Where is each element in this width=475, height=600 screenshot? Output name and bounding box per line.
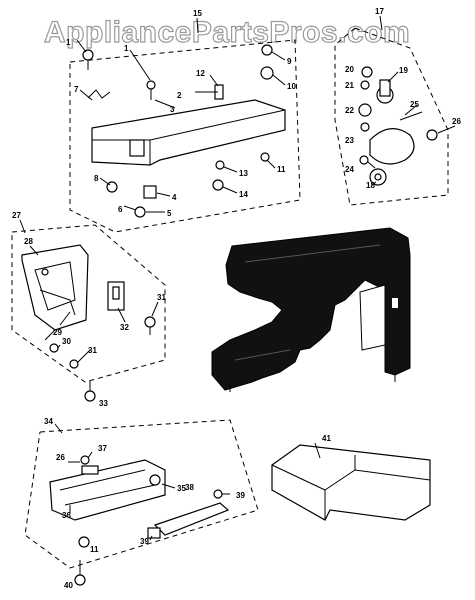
callout-36: 36 — [62, 511, 71, 520]
callout-40: 40 — [64, 581, 73, 590]
callout-1: 1 — [66, 38, 71, 47]
callout-1b: 1 — [124, 44, 129, 53]
callout-31b: 31 — [88, 346, 97, 355]
callout-38: 38 — [185, 483, 194, 492]
callout-20: 20 — [345, 65, 354, 74]
callout-21: 21 — [345, 81, 354, 90]
top-cover-group: 1 1 2 3 4 5 6 7 8 9 10 11 12 13 14 15 — [66, 9, 301, 233]
base-plate-part — [49, 459, 166, 521]
callout-4: 4 — [172, 193, 177, 202]
callout-30: 30 — [62, 337, 71, 346]
callout-39b: 39 — [140, 537, 149, 546]
callout-28: 28 — [24, 237, 33, 246]
callout-5: 5 — [167, 209, 172, 218]
callout-27: 27 — [12, 211, 21, 220]
cam-part — [369, 128, 415, 165]
callout-8: 8 — [94, 174, 99, 183]
face-plate-part — [21, 244, 89, 331]
callout-22: 22 — [345, 106, 354, 115]
callout-17: 17 — [375, 7, 384, 16]
callout-19: 19 — [399, 66, 408, 75]
callout-15: 15 — [193, 9, 202, 18]
callout-32: 32 — [120, 323, 129, 332]
callout-7: 7 — [74, 85, 79, 94]
callout-14: 14 — [239, 190, 248, 199]
slide-plate-part — [153, 502, 230, 536]
callout-24: 24 — [345, 165, 354, 174]
callout-29: 29 — [53, 328, 62, 337]
callout-18: 18 — [366, 181, 375, 190]
callout-13: 13 — [239, 169, 248, 178]
callout-23: 23 — [345, 136, 354, 145]
callout-3: 3 — [170, 105, 175, 114]
base-plate-group: 34 35 36 37 38 39 39 26 11 40 — [24, 417, 259, 590]
mechanism-group: 17 18 19 20 21 22 23 24 25 26 — [334, 7, 461, 206]
callout-31a: 31 — [157, 293, 166, 302]
callout-26b: 26 — [56, 453, 65, 462]
callout-10: 10 — [287, 82, 296, 91]
callout-9: 9 — [287, 57, 292, 66]
callout-39a: 39 — [236, 491, 245, 500]
callout-25: 25 — [410, 100, 419, 109]
foam-block-part — [271, 444, 431, 521]
callout-35: 35 — [177, 484, 186, 493]
callout-6: 6 — [118, 205, 123, 214]
callout-41: 41 — [322, 434, 331, 443]
machine-body — [211, 227, 411, 392]
callout-33: 33 — [99, 399, 108, 408]
callout-37: 37 — [98, 444, 107, 453]
callout-34: 34 — [44, 417, 53, 426]
callout-11b: 11 — [90, 545, 99, 554]
foam-block-group: 41 — [271, 434, 431, 521]
callout-12: 12 — [196, 69, 205, 78]
top-cover-part — [91, 99, 286, 166]
callout-11: 11 — [277, 165, 286, 174]
face-plate-group: 27 28 29 30 31 31 32 33 — [11, 211, 166, 408]
callout-26: 26 — [452, 117, 461, 126]
callout-2: 2 — [177, 91, 182, 100]
watermark-text: AppliancePartsPros.com — [44, 16, 410, 49]
